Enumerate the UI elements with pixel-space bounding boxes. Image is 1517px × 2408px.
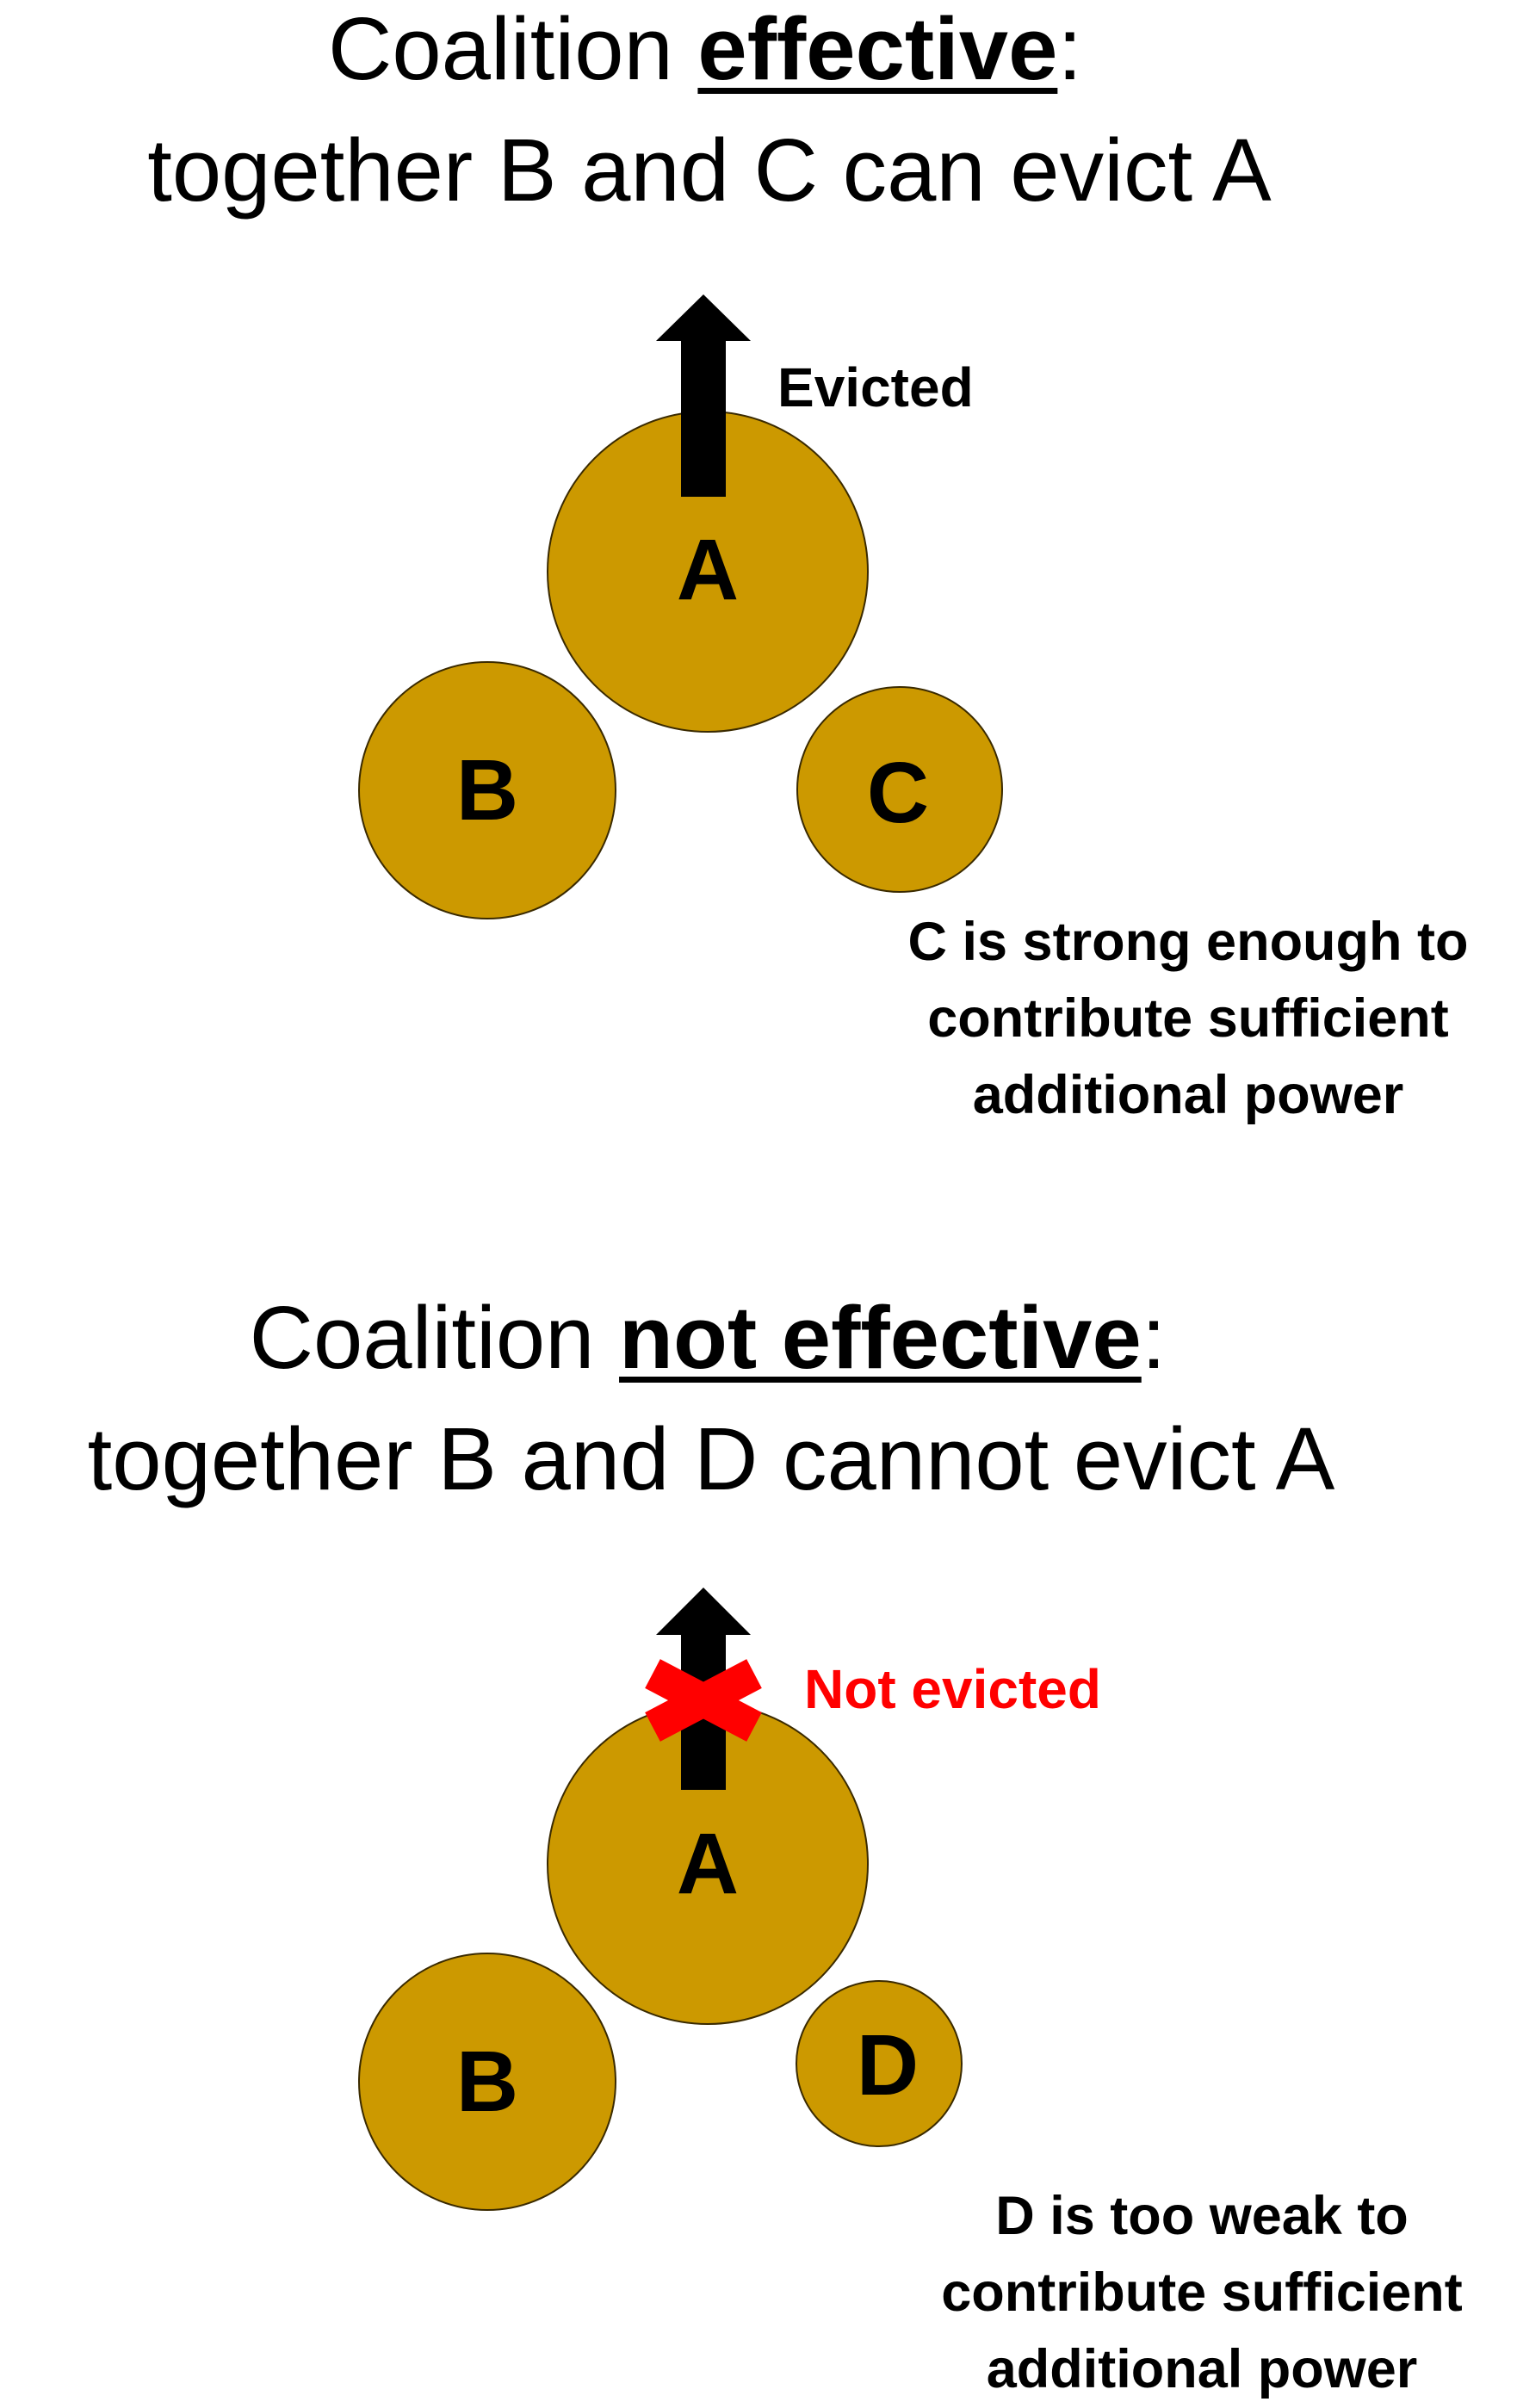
up-arrow-icon: [656, 1588, 751, 1635]
node-c: [796, 686, 1003, 893]
node-c-label: C: [867, 745, 929, 841]
note-line: C is strong enough to: [907, 912, 1469, 972]
node-b: [358, 1953, 616, 2211]
node-b-label: B: [456, 2033, 518, 2130]
diagram-not-effective: Not evicted A B D: [358, 1588, 1101, 2211]
note-effective: C is strong enough to contribute suffici…: [844, 904, 1517, 1134]
note-line: contribute sufficient: [941, 2263, 1463, 2323]
subtitle-not-effective: together B and D cannot evict A: [87, 1409, 1335, 1508]
note-not-effective: D is too weak to contribute sufficient a…: [858, 2178, 1517, 2408]
node-b: [358, 661, 616, 919]
evict-arrow-shaft: [681, 339, 726, 497]
title-prefix: Coalition: [249, 1288, 620, 1387]
diagram-effective: Evicted A B C: [358, 294, 1003, 919]
title-emphasis: effective: [697, 0, 1058, 98]
node-a-label: A: [677, 1816, 739, 1912]
node-d-label: D: [857, 2017, 919, 2114]
note-line: D is too weak to: [995, 2186, 1409, 2246]
subtitle-effective: together B and C can evict A: [147, 121, 1272, 220]
up-arrow-icon: [656, 294, 751, 341]
panel-coalition-effective: Coalition effective: together B and C ca…: [0, 0, 1517, 1171]
note-line: contribute sufficient: [927, 988, 1449, 1049]
panel-coalition-not-effective: Coalition not effective: together B and …: [0, 1257, 1517, 2399]
node-b-label: B: [456, 742, 518, 839]
title-effective: Coalition effective:: [0, 4, 1464, 93]
title-not-effective: Coalition not effective:: [0, 1293, 1466, 1382]
node-a-label: A: [677, 522, 739, 618]
note-line: additional power: [986, 2339, 1418, 2399]
evicted-label: Evicted: [777, 356, 974, 418]
title-suffix: :: [1141, 1288, 1167, 1387]
title-emphasis: not effective: [619, 1288, 1142, 1387]
not-evicted-label: Not evicted: [804, 1658, 1101, 1720]
title-suffix: :: [1057, 0, 1082, 98]
title-prefix: Coalition: [328, 0, 698, 98]
note-line: additional power: [972, 1065, 1404, 1125]
node-d: [796, 1980, 963, 2147]
red-x-icon: [645, 1659, 762, 1742]
